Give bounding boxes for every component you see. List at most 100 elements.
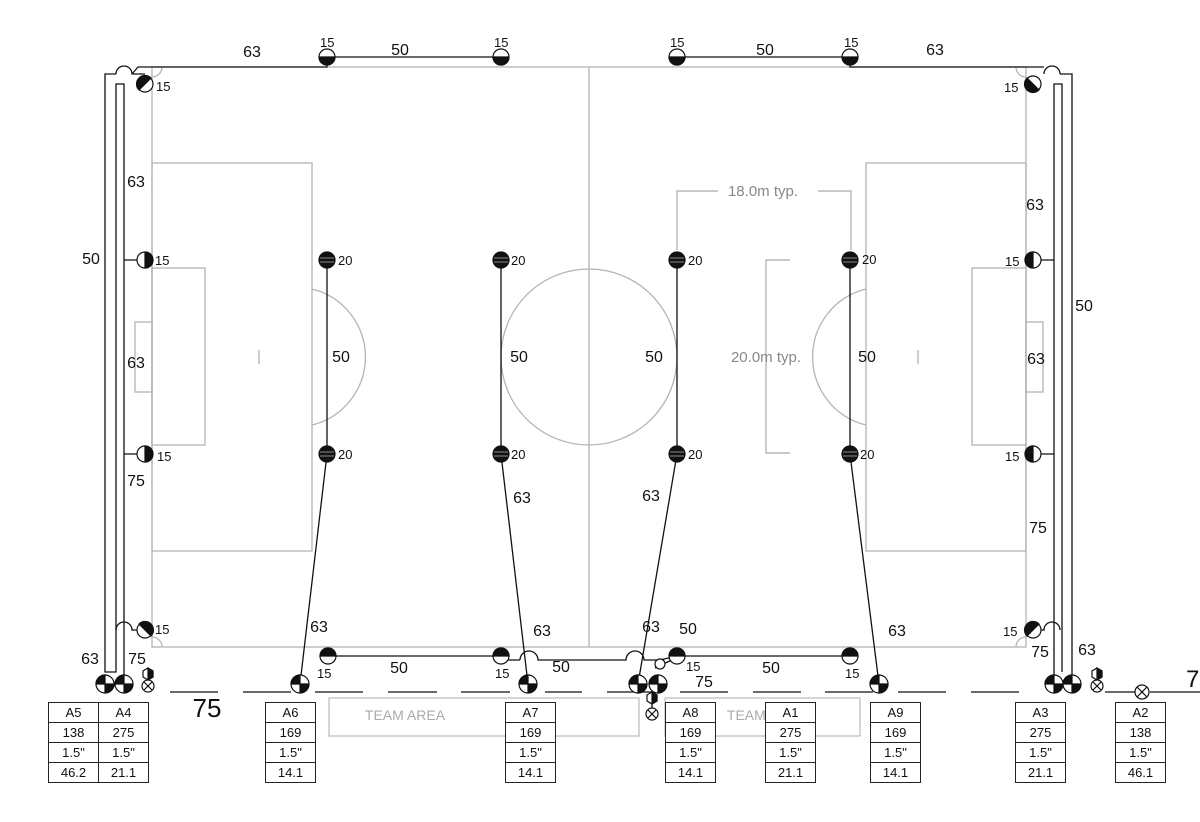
service-marker-icon: [646, 690, 658, 706]
wire-length-label: 50: [332, 349, 350, 366]
length-dimension-label: 20.0m typ.: [731, 349, 801, 366]
panel-value: 1.5": [98, 742, 149, 763]
pole-icon: [518, 674, 538, 694]
panel-value: 1.5": [48, 742, 99, 763]
pole-fixture-icon: [492, 647, 510, 665]
wire-length-label: 75: [695, 674, 713, 691]
panel-value: 1.5": [870, 742, 921, 763]
corner-arc: [151, 66, 163, 78]
panel-value: 14.1: [665, 762, 716, 783]
fixture-label: 15: [494, 35, 508, 50]
panel-value: 275: [765, 722, 816, 743]
pole-fixture-icon: [135, 74, 154, 93]
fixture-label: 15: [320, 35, 334, 50]
wire-length-label: 63: [127, 355, 145, 372]
fixture-label: 20: [688, 253, 702, 268]
panel-id: A8: [665, 702, 716, 723]
panel-value: 21.1: [98, 762, 149, 783]
wire-length-label: 75: [193, 693, 222, 723]
panel-value: 1.5": [505, 742, 556, 763]
fixture-label: 15: [686, 659, 700, 674]
length-dimension-line: [765, 259, 790, 454]
fixture-label: 15: [1003, 624, 1017, 639]
pole-icon: [114, 674, 134, 694]
panel-value: 169: [265, 722, 316, 743]
fixture-label: 20: [338, 253, 352, 268]
dimension-lines: [676, 190, 852, 454]
wire-length-label: 50: [679, 621, 697, 638]
fixture-labels: 15 15 15 15 15 15 15 15 15 15 15 15 15 1…: [155, 35, 1019, 681]
wire-length-label: 63: [243, 44, 261, 61]
wire-length-label: 7: [1186, 666, 1199, 693]
panel-value: 275: [98, 722, 149, 743]
wire-length-label: 50: [762, 660, 780, 677]
fixture-label: 20: [688, 447, 702, 462]
fixture-label: 20: [511, 447, 525, 462]
field-fixture-icon: [318, 251, 336, 269]
fixtures: [135, 48, 1042, 670]
pole-fixture-icon: [319, 647, 337, 665]
wire-length-label: 63: [1078, 642, 1096, 659]
wire-length-label: 63: [81, 651, 99, 668]
panel-value: 21.1: [1015, 762, 1066, 783]
fixture-label: 15: [844, 35, 858, 50]
pole-fixture-icon: [136, 445, 154, 463]
wire-length-label: 50: [858, 349, 876, 366]
junction-icon: [1090, 679, 1104, 693]
panel-schedule: A9 169 1.5" 14.1: [870, 702, 921, 783]
panel-value: 14.1: [265, 762, 316, 783]
panel-value: 138: [48, 722, 99, 743]
fixture-label: 15: [1004, 80, 1018, 95]
wire-length-label: 50: [391, 42, 409, 59]
corner-arc: [1015, 636, 1027, 648]
panel-schedule: A6 169 1.5" 14.1: [265, 702, 316, 783]
pole-fixture-icon: [492, 48, 510, 66]
team-area-label: TEAM AREA: [365, 707, 446, 723]
panel-id: A7: [505, 702, 556, 723]
panel-id: A3: [1015, 702, 1066, 723]
service-marker-icon: [1091, 666, 1103, 682]
fixture-label: 20: [338, 447, 352, 462]
pole-fixture-icon: [1023, 75, 1042, 94]
wire-length-label: 50: [82, 251, 100, 268]
left-goal-box: [151, 267, 206, 446]
panel-id: A6: [265, 702, 316, 723]
panel-value: 275: [1015, 722, 1066, 743]
wire-length-label: 63: [642, 619, 660, 636]
panel-value: 1.5": [1015, 742, 1066, 763]
wire-length-label: 75: [1029, 520, 1047, 537]
pole-fixture-icon: [136, 620, 155, 639]
panel-value: 138: [1115, 722, 1166, 743]
pole-icon: [290, 674, 310, 694]
panel-value: 21.1: [765, 762, 816, 783]
width-dimension-line: [818, 190, 852, 250]
field-fixture-icon: [318, 445, 336, 463]
panel-schedule: A7 169 1.5" 14.1: [505, 702, 556, 783]
right-goal: [1025, 321, 1044, 393]
wire-length-label: 63: [310, 619, 328, 636]
wire-length-label: 63: [1027, 351, 1045, 368]
wire-length-label: 63: [926, 42, 944, 59]
fixture-label: 20: [862, 252, 876, 267]
wiring: [104, 56, 1200, 710]
panel-value: 169: [870, 722, 921, 743]
pole-icon: [1062, 674, 1082, 694]
field-fixture-icon: [841, 251, 859, 269]
fixture-label: 15: [317, 666, 331, 681]
right-penalty-arc: [812, 288, 867, 426]
wire-length-label: 63: [127, 174, 145, 191]
pole-icon: [869, 674, 889, 694]
pole-fixture-icon: [668, 647, 686, 665]
width-dimension-line: [676, 190, 718, 250]
fixture-label: 15: [495, 666, 509, 681]
junction-icon: [1134, 684, 1150, 700]
junction-icon: [141, 679, 155, 693]
wire-length-label: 63: [533, 623, 551, 640]
wire-length-label: 63: [1026, 197, 1044, 214]
panel-value: 1.5": [265, 742, 316, 763]
fixture-label: 15: [670, 35, 684, 50]
fixture-label: 20: [511, 253, 525, 268]
